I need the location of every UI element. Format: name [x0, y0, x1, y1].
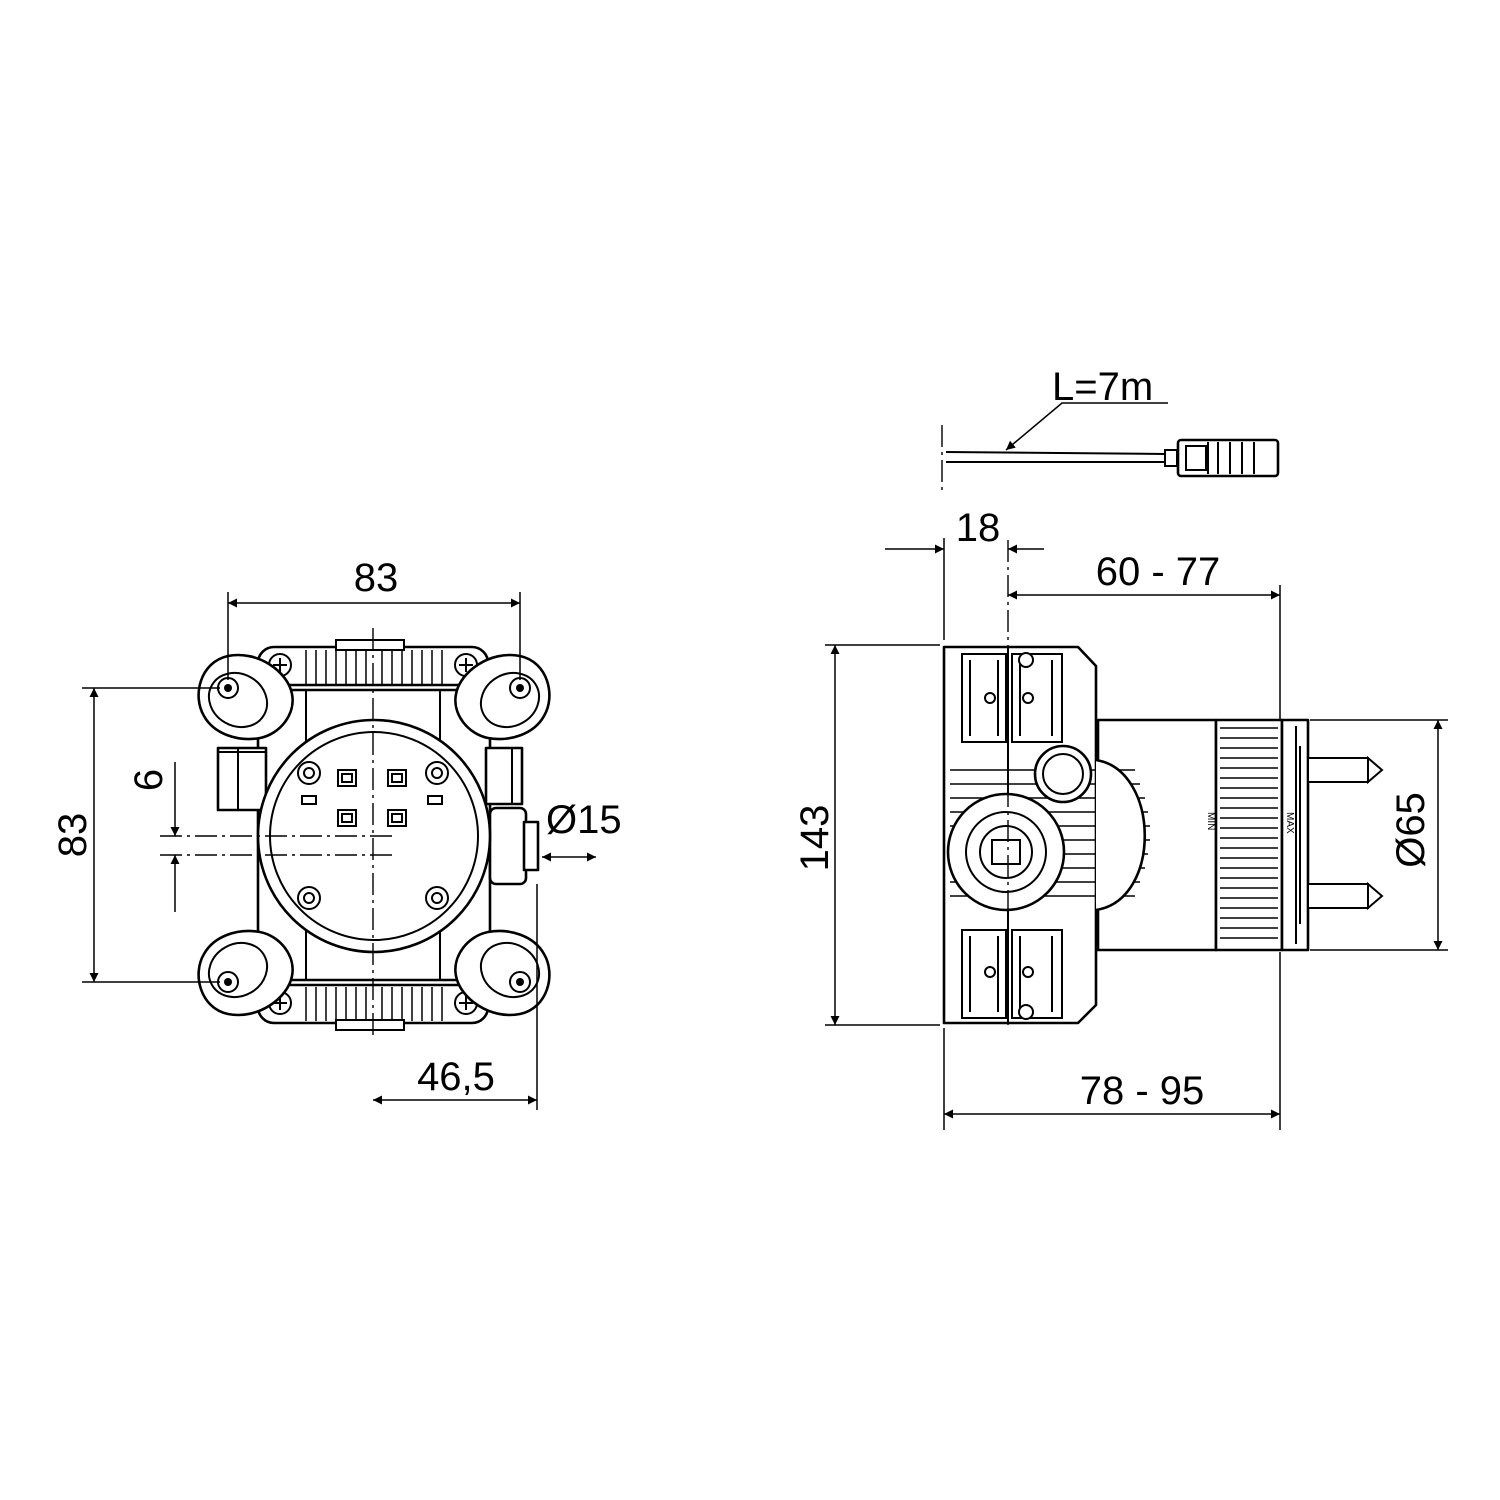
sensor-cable: L=7m — [941, 365, 1280, 492]
spindle-hub — [946, 792, 1066, 912]
label-front-width: 83 — [354, 556, 399, 600]
dim-outlet-distance: 46,5 — [373, 884, 538, 1110]
label-sleeve-diameter: Ø65 — [1389, 792, 1433, 868]
front-view: 83 83 6 Ø15 46,5 — [51, 556, 622, 1110]
left-side-boss — [216, 746, 268, 812]
dim-adjust-range: 60 - 77 — [1008, 550, 1281, 720]
label-pipe-diameter: Ø15 — [546, 798, 622, 842]
cover-flange: MAX — [1280, 718, 1310, 952]
connector-pins — [1307, 755, 1384, 911]
dim-total-height: 143 — [793, 644, 940, 1026]
label-adjust-range: 60 - 77 — [1096, 550, 1221, 594]
marking-max: MAX — [1284, 812, 1295, 834]
side-view: L=7m MIN MAX — [793, 365, 1448, 1130]
dim-mount-depth: 18 — [885, 506, 1044, 640]
side-port — [1033, 744, 1093, 804]
mounting-ear-top-right — [454, 653, 551, 741]
dim-front-height: 83 — [51, 687, 220, 983]
side-top-bracket — [961, 652, 1063, 743]
marking-min: MIN — [1205, 812, 1216, 830]
label-cable-length: L=7m — [1052, 365, 1153, 409]
outlet-connection — [488, 806, 528, 886]
mounting-ear-bottom-right — [454, 929, 551, 1017]
label-total-depth: 78 - 95 — [1080, 1069, 1205, 1113]
label-total-height: 143 — [793, 805, 837, 872]
dim-sleeve-diameter: Ø65 — [1310, 719, 1448, 951]
dim-pipe-diameter: Ø15 — [542, 798, 622, 862]
side-bottom-bracket — [961, 929, 1063, 1020]
thread-sleeve: MIN — [1205, 718, 1284, 952]
label-outlet-distance: 46,5 — [417, 1055, 495, 1099]
mounting-ear-top-left — [197, 653, 294, 741]
dim-total-depth: 78 - 95 — [943, 952, 1281, 1130]
dim-offset: 6 — [127, 762, 180, 912]
label-front-height: 83 — [51, 813, 95, 858]
mounting-ear-bottom-left — [197, 929, 294, 1017]
right-side-boss — [484, 746, 524, 806]
label-offset: 6 — [127, 769, 171, 791]
label-mount-depth: 18 — [956, 506, 1001, 550]
dim-front-width: 83 — [227, 556, 521, 680]
